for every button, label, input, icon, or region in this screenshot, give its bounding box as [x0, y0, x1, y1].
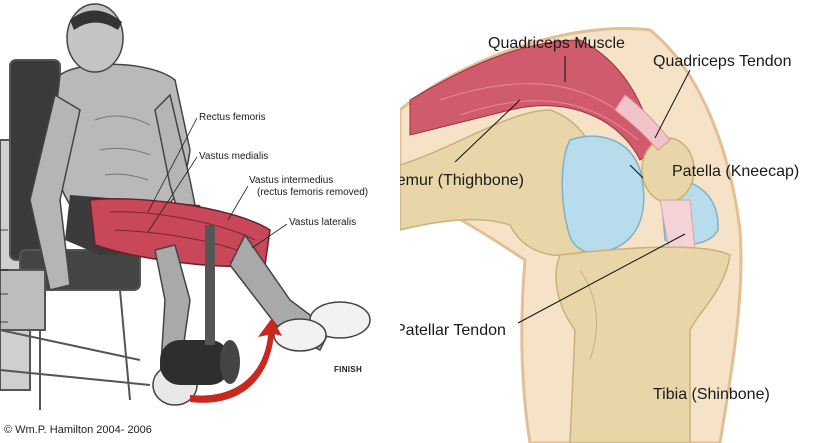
athlete-body [29, 3, 371, 406]
knee-drawing [400, 26, 743, 443]
quadriceps-tendon-label: Quadriceps Tendon [653, 53, 792, 70]
roller-pad [160, 225, 240, 385]
cartilage [561, 135, 645, 254]
vastus-lateralis-label: Vastus lateralis [289, 217, 357, 228]
tibia-bone [555, 246, 731, 443]
rectus-femoris-label: Rectus femoris [199, 112, 266, 123]
patellar-tendon-label: Patellar Tendon [400, 322, 506, 339]
label-leaders [454, 56, 691, 324]
motion-arrow [190, 318, 282, 403]
knee-anatomy-illustration: Quadriceps Muscle Quadriceps Tendon Femu… [400, 0, 813, 443]
femur-label: Femur (Thighbone) [400, 172, 524, 189]
patella-label: Patella (Kneecap) [672, 163, 800, 180]
finish-label: FINISH [334, 365, 363, 374]
vastus-intermedius-note: (rectus femoris removed) [257, 187, 369, 198]
quadriceps-muscle-label: Quadriceps Muscle [488, 35, 625, 52]
leg-extension-illustration: Rectus femoris Vastus medialis Vastus in… [0, 0, 400, 443]
copyright-notice: © Wm.P. Hamilton 2004- 2006 [4, 424, 152, 436]
tibia-label: Tibia (Shinbone) [653, 386, 770, 403]
label-leaders [0, 117, 288, 323]
exercise-drawing [0, 3, 371, 410]
vastus-intermedius-label: Vastus intermedius [249, 175, 334, 186]
vastus-medialis-label: Vastus medialis [199, 151, 269, 162]
